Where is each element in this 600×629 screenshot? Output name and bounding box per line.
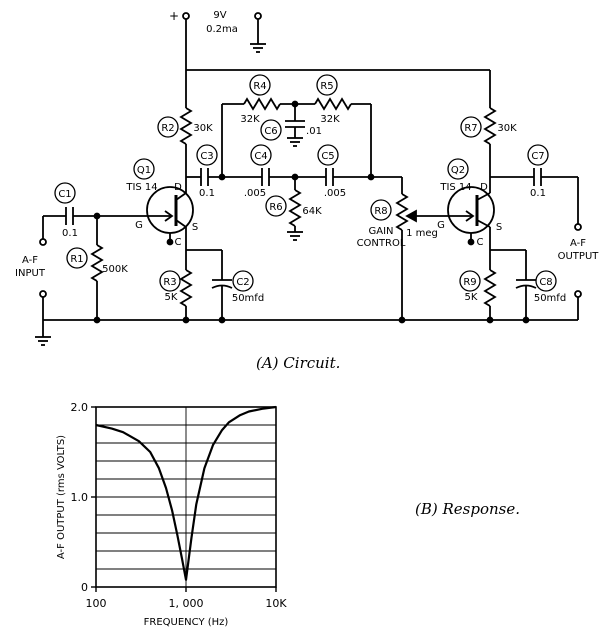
r2-ref: R2 — [161, 123, 174, 134]
response-curve — [95, 405, 277, 581]
r7-value: 30K — [497, 123, 517, 134]
r6-ref: R6 — [269, 202, 282, 213]
r8-potentiometer — [395, 193, 409, 231]
r3-resistor — [179, 269, 193, 307]
y-axis-label: A-F OUTPUT (rms VOLTS) — [56, 435, 67, 559]
r8-value: 1 meg — [406, 228, 438, 239]
r8-label-line1: GAIN — [368, 226, 393, 237]
r8-ref: R8 — [374, 206, 387, 217]
q2-case-label: C — [477, 237, 484, 248]
r3-value: 5K — [165, 292, 178, 303]
r1-resistor — [90, 244, 104, 282]
r2-value: 30K — [193, 123, 213, 134]
circuit-diagram — [35, 12, 582, 346]
q1-drain-label: D — [174, 182, 182, 193]
r4-ref: R4 — [253, 81, 266, 92]
output-terminal-bottom — [574, 290, 582, 298]
r9-resistor — [483, 269, 497, 307]
r3-ref: R3 — [163, 277, 176, 288]
q1-case-label: C — [175, 237, 182, 248]
output-label-line2: OUTPUT — [558, 251, 600, 262]
circuit-caption: (A) Circuit. — [256, 354, 341, 372]
r9-value: 5K — [465, 292, 478, 303]
supply-plus-terminal — [182, 12, 190, 20]
y-tick-label: 1.0 — [71, 491, 89, 504]
circuit-labels: + 9V 0.2ma Q1 TIS 14 G D S C C1 0.1 R1 5… — [15, 9, 599, 304]
r7-resistor — [483, 107, 497, 145]
q2-source-label: S — [496, 222, 502, 233]
c6-ref: C6 — [264, 126, 277, 137]
q2-part: TIS 14 — [439, 182, 471, 193]
q1-source-label: S — [192, 222, 198, 233]
q1-gate-label: G — [135, 220, 143, 231]
c6-value: .01 — [306, 126, 322, 137]
y-tick-label: 2.0 — [71, 401, 89, 414]
q1-part: TIS 14 — [125, 182, 157, 193]
c2-ref: C2 — [236, 277, 249, 288]
x-axis-label: FREQUENCY (Hz) — [144, 617, 229, 628]
c5-value: .005 — [324, 188, 346, 199]
r1-ref: R1 — [70, 254, 83, 265]
c8-ref: C8 — [539, 277, 552, 288]
x-tick-label: 10K — [265, 597, 287, 610]
supply-voltage-label: 9V — [213, 10, 226, 21]
x-tick-label: 100 — [86, 597, 107, 610]
r7-ref: R7 — [464, 123, 477, 134]
input-terminal-bottom — [39, 290, 47, 298]
c3-value: 0.1 — [199, 188, 215, 199]
output-terminal-top — [574, 223, 582, 231]
c2-value: 50mfd — [232, 293, 264, 304]
c8-value: 50mfd — [534, 293, 566, 304]
q2-drain-label: D — [480, 182, 488, 193]
supply-current-label: 0.2ma — [206, 24, 238, 35]
output-label-line1: A-F — [570, 238, 586, 249]
q2-gate-label: G — [437, 220, 445, 231]
r5-resistor — [314, 97, 352, 111]
input-label-line2: INPUT — [15, 268, 46, 279]
r6-resistor — [288, 189, 302, 227]
r4-resistor — [243, 97, 281, 111]
r4-value: 32K — [240, 114, 260, 125]
reference-bubbles — [54, 74, 557, 292]
c4-value: .005 — [244, 188, 266, 199]
c1-ref: C1 — [58, 189, 71, 200]
ground-symbol — [250, 43, 266, 53]
response-caption: (B) Response. — [415, 500, 520, 518]
r5-ref: R5 — [320, 81, 333, 92]
ground-symbol-main — [35, 336, 51, 346]
c4-ref: C4 — [254, 151, 267, 162]
c7-ref: C7 — [531, 151, 544, 162]
r8-label-line2: CONTROL — [357, 238, 406, 249]
r6-value: 64K — [302, 206, 322, 217]
c7-value: 0.1 — [530, 188, 546, 199]
r2-resistor — [179, 107, 193, 145]
r9-ref: R9 — [463, 277, 476, 288]
supply-plus-label: + — [169, 9, 179, 23]
r5-value: 32K — [320, 114, 340, 125]
supply-minus-terminal — [254, 12, 262, 20]
q1-ref: Q1 — [137, 165, 151, 176]
c5-ref: C5 — [321, 151, 334, 162]
c1-value: 0.1 — [62, 228, 78, 239]
x-tick-label: 1, 000 — [169, 597, 204, 610]
r1-value: 500K — [102, 264, 128, 275]
input-label-line1: A-F — [22, 255, 38, 266]
q2-ref: Q2 — [451, 165, 465, 176]
c3-ref: C3 — [200, 151, 213, 162]
y-tick-label: 0 — [81, 581, 88, 594]
input-terminal-top — [39, 238, 47, 246]
